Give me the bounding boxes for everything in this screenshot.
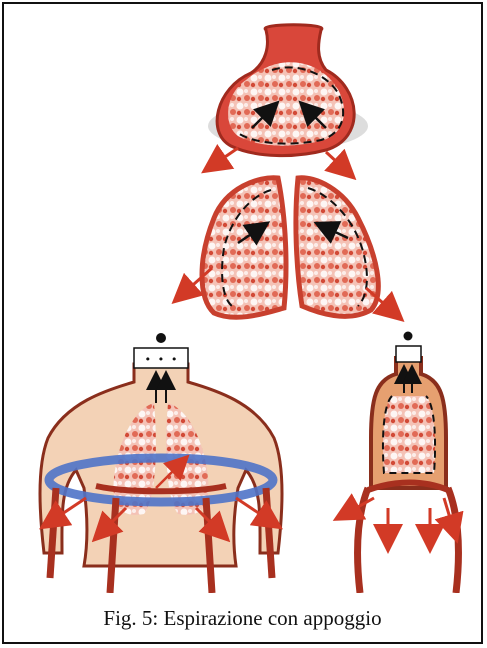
lung-left [176, 178, 286, 317]
lung-right [296, 178, 400, 318]
svg-text:• • •: • • • [144, 353, 177, 366]
torso-front: • • • [40, 333, 282, 593]
pressure-gauge-side [396, 346, 421, 362]
torso-side [338, 332, 458, 594]
figure-caption: Fig. 5: Espirazione con appoggio [4, 606, 481, 631]
illustration: • • • [26, 18, 466, 593]
figure-frame: • • • [2, 2, 483, 644]
illustration-svg: • • • [26, 18, 466, 593]
bladder-shape [206, 25, 368, 176]
